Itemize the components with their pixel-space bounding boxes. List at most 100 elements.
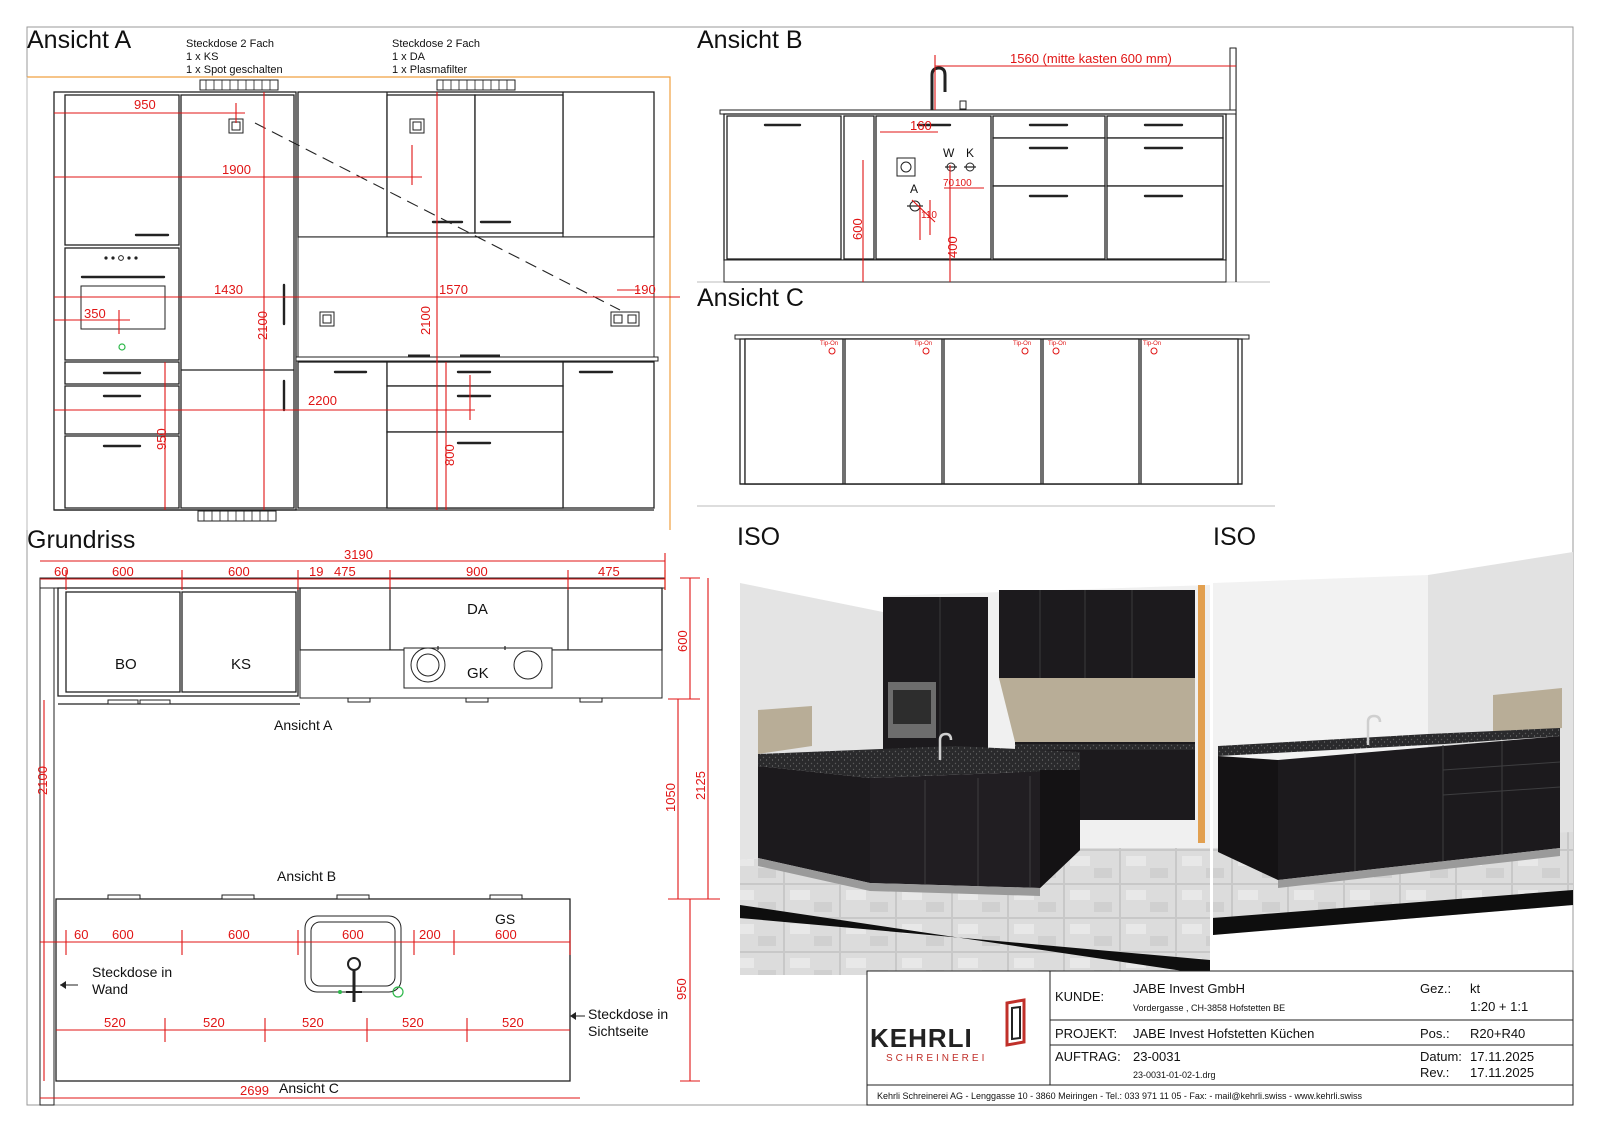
dim-60-bottom: 60 [74,927,88,942]
logo-subtitle: SCHREINEREI [886,1053,987,1064]
dim-3190: 3190 [344,547,373,562]
dim-950: 950 [134,97,156,112]
dim-60-top: 60 [54,564,68,579]
faucet-icon [346,957,362,1002]
dim-2200: 2200 [308,393,337,408]
rev-label: Rev.: [1420,1065,1449,1080]
kunde-label: KUNDE: [1055,989,1104,1004]
tall-cabinet-door-upper [64,94,180,246]
iso-render-1 [740,583,1210,975]
dim-1570: 1570 [439,282,468,297]
label-w: W [943,146,955,160]
dim-520-4: 520 [402,1015,424,1030]
label-view-a: Ansicht A [274,717,333,733]
tip-on-label-2: Tip-On [914,341,932,347]
dim-2100: 2100 [35,766,50,795]
dim-600-3: 600 [112,927,134,942]
rev-value: 17.11.2025 [1470,1065,1534,1080]
view-a-dimension-lines [54,92,680,510]
dim-110: 110 [921,210,937,221]
dim-400: 400 [945,236,960,258]
faucet-icon [938,732,953,760]
dim-2699: 2699 [240,1083,269,1098]
logo-name: KEHRLI [870,1023,973,1053]
dim-950: 950 [674,978,689,1000]
socket-note-2: Steckdose 2 Fach 1 x DA 1 x Plasmafilter [392,38,483,76]
vent-bottom [197,510,277,522]
dim-2100-b: 2100 [418,306,433,335]
tip-on-label-4: Tip-On [1048,341,1066,347]
socket-icon [896,157,916,177]
dim-2100-a: 2100 [255,311,270,340]
dim-1430: 1430 [214,282,243,297]
label-gs: GS [495,911,515,927]
auftrag-value: 23-0031 [1133,1049,1181,1064]
dim-19: 19 [309,564,323,579]
dim-520-1: 520 [104,1015,126,1030]
vent-top-left [199,79,279,91]
title-block-frame [866,970,1574,1106]
dim-520-3: 520 [302,1015,324,1030]
label-view-c: Ansicht C [279,1080,339,1096]
iso-render-2 [1213,552,1573,935]
dim-900: 900 [466,564,488,579]
view-a: Ansicht A Steckdose 2 Fach 1 x KS 1 x Sp… [26,26,680,530]
label-a: A [910,182,918,196]
dim-1900: 1900 [222,162,251,177]
auftrag-file: 23-0031-01-02-1.drg [1133,1070,1216,1080]
iso-title-2: ISO [1213,523,1256,551]
dim-160: 160 [910,118,932,133]
title-block: KEHRLI SCHREINEREI KUNDE: JABE Invest Gm… [866,970,1574,1106]
dim-475-1: 475 [334,564,356,579]
worktop [295,356,659,362]
view-b-dimension-lines [862,55,1236,282]
dim-100: 100 [955,178,972,189]
tap-icon [930,66,947,110]
label-ks: KS [231,656,251,673]
label-bo: BO [115,656,137,673]
label-k: K [966,146,974,160]
dim-475-2: 475 [598,564,620,579]
tip-on-label-3: Tip-On [1013,341,1031,347]
view-a-room-outline [27,76,671,530]
dim-600-right: 600 [675,630,690,652]
dim-190: 190 [634,282,656,297]
plinth-b [723,259,1227,283]
view-c: Ansicht C Tip-On Tip-On Tip-On Tip-On Ti… [697,284,1275,507]
gez-label: Gez.: [1420,981,1451,996]
plan-title: Grundriss [27,526,135,554]
dim-600-5: 600 [342,927,364,942]
dim-1560: 1560 (mitte kasten 600 mm) [1010,51,1172,66]
gez-value: kt [1470,981,1481,996]
company-footer: Kehrli Schreinerei AG - Lenggasse 10 - 3… [877,1091,1363,1101]
label-view-b: Ansicht B [277,868,336,884]
tip-on-icon [828,347,1158,355]
dim-600-4: 600 [228,927,250,942]
tip-on-label-5: Tip-On [1143,341,1161,347]
oven [64,247,180,361]
floor-plan: Grundriss BO KS DA GK Ansicht A Ansicht … [27,526,720,1106]
projekt-value: JABE Invest Hofstetten Küchen [1133,1026,1314,1041]
plan-dimension-lines [40,553,720,1099]
dim-800: 800 [442,444,457,466]
scale-value: 1:20 + 1:1 [1470,999,1528,1014]
datum-label: Datum: [1420,1049,1462,1064]
label-gk: GK [467,665,489,682]
dim-520-5: 520 [502,1015,524,1030]
view-b-title: Ansicht B [697,26,803,54]
dim-350: 350 [84,306,106,321]
iso-views: ISO ISO [737,523,1573,975]
socket-icon [228,118,640,327]
wall-left [39,577,55,1106]
vent-top-right [436,79,516,91]
dim-200: 200 [419,927,441,942]
fridge-door [180,94,295,509]
dim-600-6: 600 [495,927,517,942]
tip-on-label-1: Tip-On [820,341,838,347]
pos-label: Pos.: [1420,1026,1450,1041]
socket-note-1: Steckdose 2 Fach 1 x KS 1 x Spot geschal… [186,38,283,76]
datum-value: 17.11.2025 [1470,1049,1534,1064]
dim-2125: 2125 [693,771,708,800]
plan-wall-units [299,587,663,651]
